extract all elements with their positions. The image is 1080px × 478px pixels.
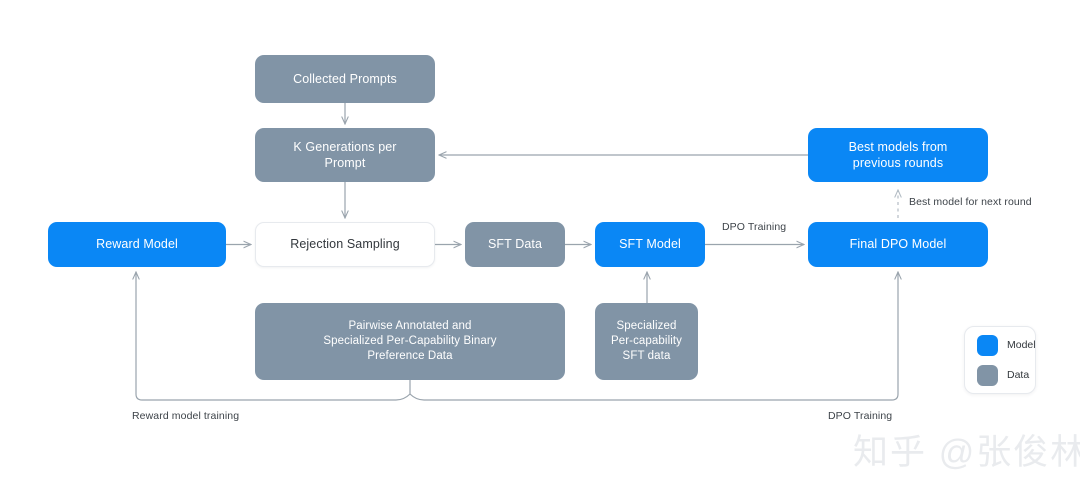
node-final-dpo-model[interactable]: Final DPO Model (808, 222, 988, 267)
legend-data-swatch-icon (977, 364, 998, 386)
legend-model-swatch-icon (977, 334, 998, 356)
wire-pairwise-to-finaldpo (409, 272, 898, 401)
edge-label-reward-model-training: Reward model training (132, 410, 240, 422)
node-k-generations[interactable]: K Generations per Prompt (255, 128, 435, 182)
legend-model-label: Model (1007, 339, 1036, 351)
node-best-models[interactable]: Best models from previous rounds (808, 128, 988, 182)
node-pairwise-data[interactable]: Pairwise Annotated and Specialized Per-C… (255, 303, 565, 380)
watermark: 知乎 @张俊林 (853, 433, 1080, 472)
edge-label-best-model-next: Best model for next round (909, 196, 1032, 208)
node-rejection-sampling[interactable]: Rejection Sampling (255, 222, 435, 267)
legend-row-legend-data: Data (977, 364, 1029, 386)
node-specialized-sft-data[interactable]: Specialized Per-capability SFT data (595, 303, 698, 380)
wire-pairwise-to-reward (136, 272, 411, 401)
legend-row-legend-model: Model (977, 334, 1036, 356)
legend-data-label: Data (1007, 369, 1030, 381)
node-sft-model[interactable]: SFT Model (595, 222, 705, 267)
node-collected-prompts[interactable]: Collected Prompts (255, 55, 435, 103)
node-reward-model[interactable]: Reward Model (48, 222, 226, 267)
edge-label-dpo-training-top: DPO Training (722, 221, 787, 233)
node-sft-data[interactable]: SFT Data (465, 222, 565, 267)
edge-label-dpo-training-bottom: DPO Training (828, 410, 893, 422)
